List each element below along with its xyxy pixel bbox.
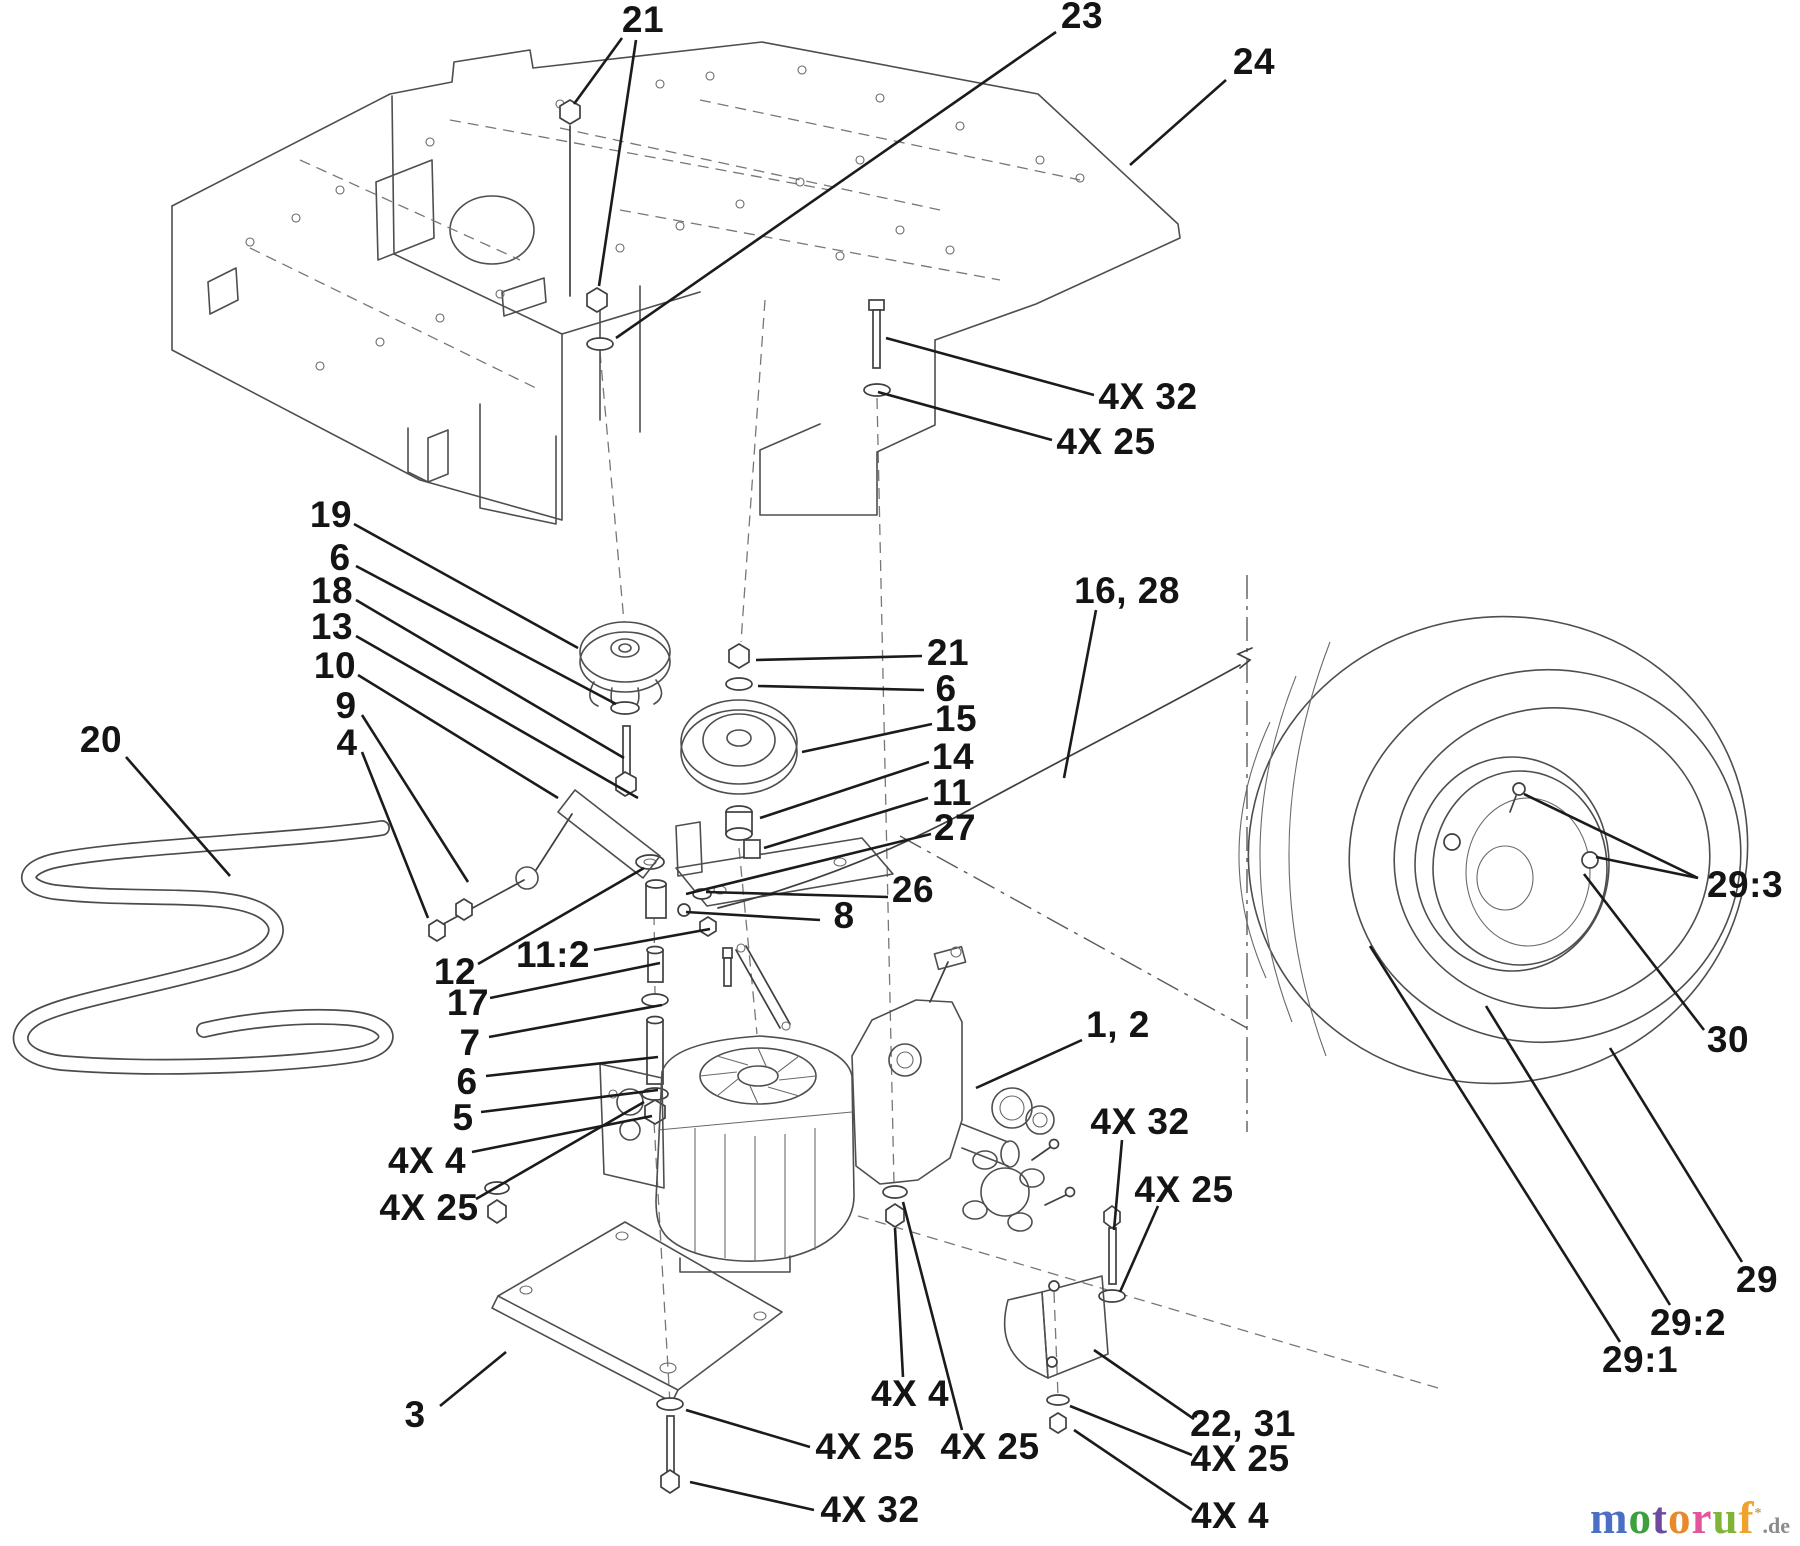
- watermark-letter: o: [1628, 1493, 1652, 1543]
- leader-line-30: [1582, 873, 1706, 1031]
- leader-line-4x25-right: [1118, 1205, 1160, 1293]
- leader-line-24-top: [1129, 79, 1227, 166]
- leader-line-18: [355, 598, 625, 760]
- watermark-motoruf: motoruf*.de: [1590, 1492, 1790, 1544]
- watermark-suffix: .de: [1762, 1513, 1791, 1538]
- leader-line-27: [685, 832, 932, 896]
- construction-lines: [599, 299, 1439, 1405]
- leader-line-4x4-center: [893, 1227, 905, 1378]
- leader-line-20: [125, 756, 231, 877]
- belt-guard-plate-drawing: [491, 1221, 783, 1495]
- leader-line-23-top: [615, 30, 1057, 340]
- leader-line-4x32-right: [1112, 1139, 1124, 1231]
- frame-holes: [245, 65, 1085, 371]
- shield-drawing: [1003, 1204, 1126, 1435]
- leader-line-5: [480, 1088, 659, 1114]
- watermark-letter: t: [1651, 1493, 1668, 1543]
- leader-line-4x32-upper: [885, 336, 1095, 397]
- leader-line-1-2: [975, 1038, 1083, 1090]
- leader-line-11-2: [593, 927, 711, 952]
- leader-line-16-28: [1062, 609, 1098, 779]
- leader-line-6-low: [485, 1055, 659, 1078]
- watermark-letter: f: [1738, 1493, 1755, 1543]
- leader-line-9: [360, 714, 470, 883]
- leader-line-29: [1608, 1047, 1744, 1263]
- brake-cable-drawing: [677, 647, 1253, 1031]
- leader-line-14: [759, 760, 930, 820]
- transaxle-drawing: [599, 945, 1076, 1273]
- leader-line-26: [705, 890, 889, 899]
- damper-link-drawing: [428, 789, 661, 943]
- watermark-letter: o: [1667, 1493, 1692, 1543]
- leader-line-10: [357, 673, 559, 800]
- chassis-frame-drawing: [171, 41, 1181, 525]
- leader-line-4x25-right-bottom: [1069, 1404, 1193, 1457]
- leader-line-29-2: [1484, 1005, 1672, 1306]
- idler-pulley-drawing: [680, 643, 798, 841]
- top-hardware-drawing: [559, 99, 891, 397]
- leader-line-4: [360, 751, 430, 919]
- rear-wheel-drawing: [1238, 615, 1749, 1085]
- leader-lines: [125, 30, 1744, 1512]
- leader-line-6-left: [355, 564, 617, 706]
- v-belt-drawing: [12, 820, 394, 1075]
- leader-line-15: [801, 722, 933, 754]
- leader-line-29-1: [1368, 945, 1622, 1343]
- leader-line-4x25-left: [475, 1100, 645, 1201]
- fan-pulley-drawing: [579, 621, 671, 797]
- leader-line-29-3: [1595, 855, 1699, 880]
- watermark-letter: m: [1589, 1493, 1629, 1543]
- leader-line-8: [685, 910, 821, 922]
- leader-line-22-31: [1093, 1348, 1195, 1421]
- leader-line-3: [439, 1350, 507, 1408]
- watermark-letter: u: [1712, 1493, 1739, 1543]
- leader-line-13: [355, 634, 639, 800]
- leader-line-11: [763, 796, 929, 850]
- watermark-letter: r: [1691, 1493, 1713, 1543]
- leader-line-4x25-center: [901, 1201, 964, 1431]
- leader-line-4x25-upper: [877, 390, 1053, 442]
- leader-line-4x4-right-bottom: [1073, 1428, 1193, 1512]
- leader-line-4x25-bottom-center: [685, 1408, 811, 1449]
- leader-line-17: [489, 961, 661, 1000]
- watermark-tm-mark: *: [1754, 1506, 1763, 1521]
- leader-line-4x4-left: [471, 1114, 653, 1154]
- leader-line-29-3: [1523, 792, 1699, 880]
- leader-line-21-top: [572, 37, 624, 105]
- idler-bracket-drawing: [635, 821, 894, 938]
- leader-line-4x32-bottom-center: [689, 1480, 815, 1512]
- leader-line-12: [477, 866, 645, 966]
- leader-line-21-top: [597, 39, 638, 287]
- leader-line-6-mid: [757, 684, 925, 692]
- leader-line-21-mid: [755, 654, 923, 662]
- leader-line-19: [353, 522, 579, 650]
- leader-line-7: [488, 1003, 663, 1039]
